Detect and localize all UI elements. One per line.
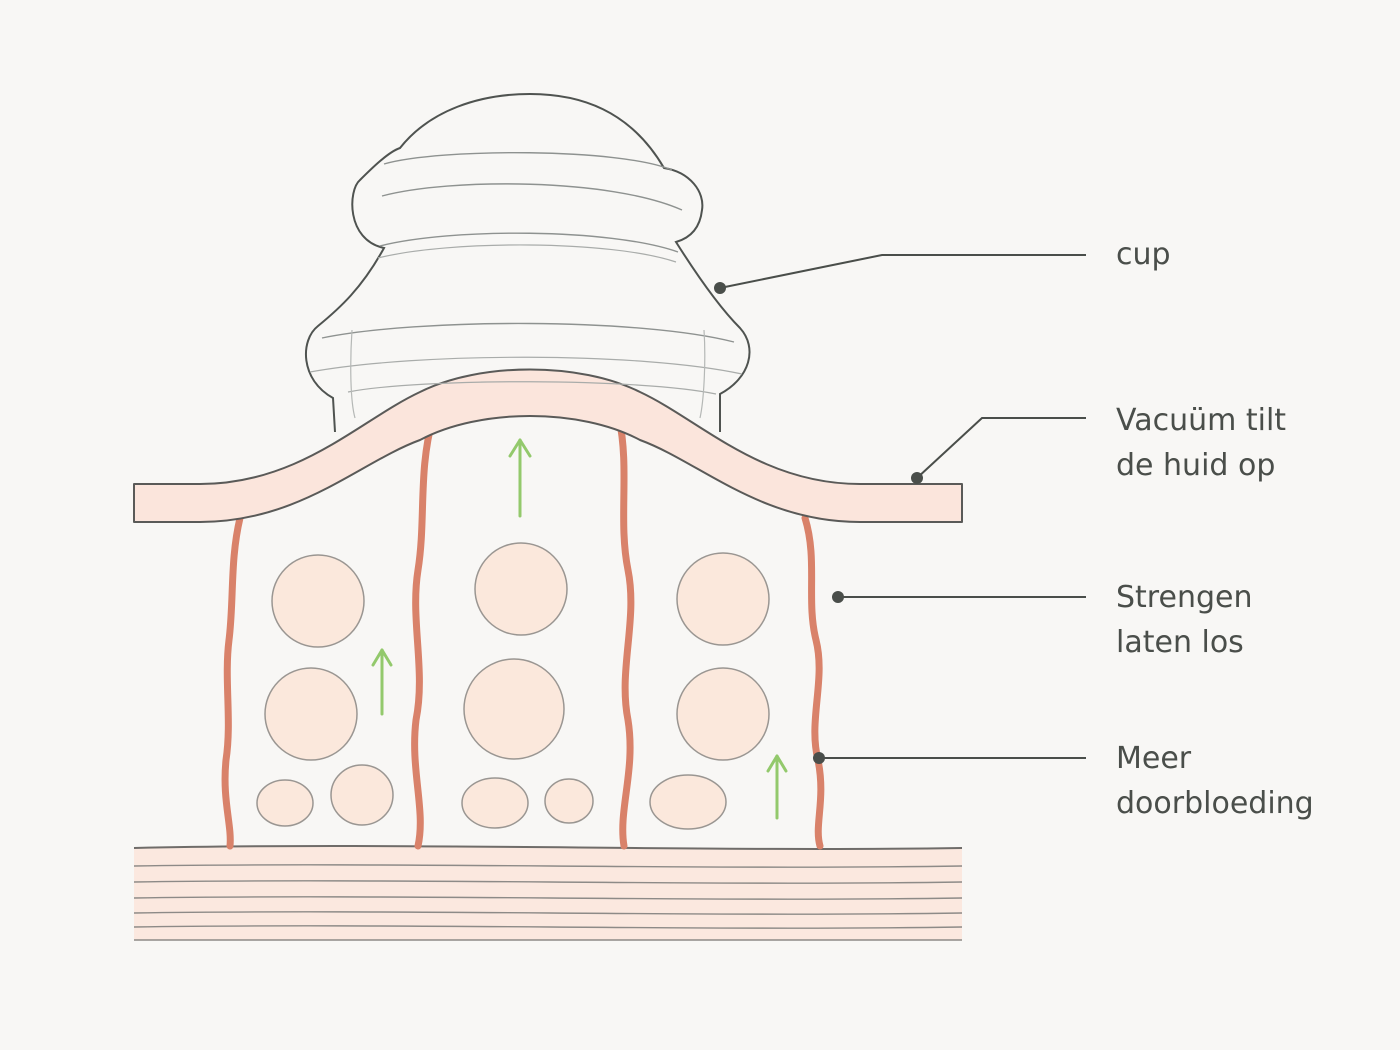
label-vacuum-line-2: de huid op <box>1116 448 1276 483</box>
up-arrow-icon <box>508 438 532 518</box>
fat-cell <box>264 667 358 761</box>
muscle-fiber-line <box>133 925 963 929</box>
cup-outline <box>305 92 751 433</box>
cup-inner-line <box>383 151 673 171</box>
label-circulation: Meer doorbloeding <box>1116 736 1314 826</box>
fat-cell <box>463 658 565 760</box>
label-cup: cup <box>1116 232 1171 277</box>
leader-dot-icon <box>813 752 825 764</box>
label-strands: Strengen laten los <box>1116 575 1252 665</box>
cup-inner-line <box>347 381 717 395</box>
muscle-band <box>134 846 962 940</box>
label-strands-line-1: Strengen <box>1116 580 1253 615</box>
cup-inner-line <box>379 232 679 253</box>
leader-dot-icon <box>911 472 923 484</box>
label-cup-text: cup <box>1116 237 1171 272</box>
connective-strand <box>221 514 244 850</box>
leader-dot-icon <box>832 591 844 603</box>
label-circulation-line-2: doorbloeding <box>1116 786 1314 821</box>
label-vacuum-line-1: Vacuüm tilt <box>1116 403 1287 438</box>
connective-strand <box>615 414 635 850</box>
cup-inner-line <box>381 183 683 211</box>
muscle-fiber-line <box>133 896 963 900</box>
leader-dots <box>714 282 923 764</box>
cup-inner-line <box>377 244 677 263</box>
fat-cell <box>676 667 770 761</box>
connective-strands <box>221 414 825 850</box>
muscle-fiber-line <box>133 880 963 884</box>
leader-dot-icon <box>714 282 726 294</box>
muscle-fiber-line <box>133 911 963 915</box>
fat-cell <box>256 779 314 827</box>
cup-inner-line <box>309 356 743 375</box>
leader-line-cup <box>719 254 1086 289</box>
connective-strand <box>801 514 825 850</box>
connective-strand <box>411 414 437 850</box>
fat-cell <box>271 554 365 648</box>
fat-cell <box>676 552 770 646</box>
skin-layer <box>133 368 963 523</box>
muscle-layer <box>133 845 963 941</box>
fat-cell <box>544 778 594 824</box>
cup <box>305 92 751 433</box>
fat-cells <box>256 542 770 830</box>
fat-cell <box>461 777 529 829</box>
cup-inner-line <box>699 329 706 419</box>
muscle-fiber-line <box>133 864 963 868</box>
label-circulation-line-1: Meer <box>1116 741 1192 776</box>
up-arrow-icon <box>766 754 788 820</box>
muscle-top-line <box>133 845 963 850</box>
leader-line-vacuum <box>916 417 1086 479</box>
label-strands-line-2: laten los <box>1116 625 1244 660</box>
lift-arrows <box>371 438 788 820</box>
up-arrow-icon <box>371 648 393 716</box>
leader-lines <box>719 254 1086 759</box>
cup-inner-line <box>350 329 356 419</box>
fat-cell <box>330 764 394 826</box>
cup-inner-line <box>321 322 735 343</box>
fat-cell <box>474 542 568 636</box>
label-vacuum: Vacuüm tilt de huid op <box>1116 398 1286 488</box>
fat-cell <box>649 774 727 830</box>
